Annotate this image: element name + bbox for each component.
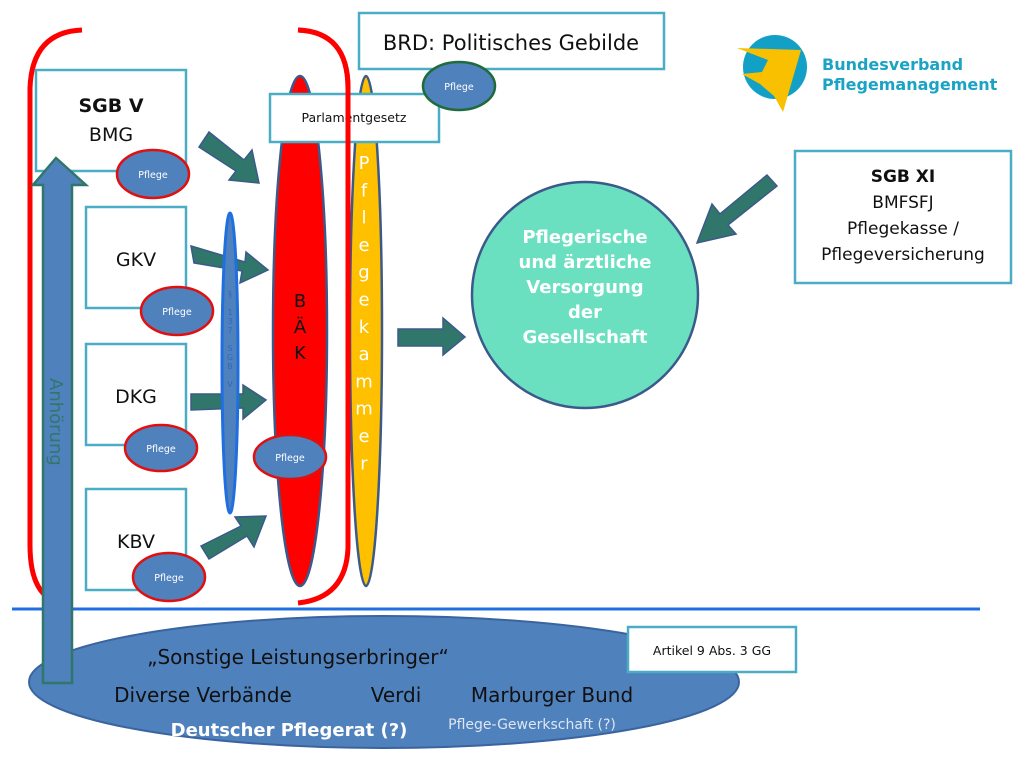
pflegekammer-char: a <box>358 344 369 365</box>
anhoerung-arrow: Anhörung <box>30 156 90 685</box>
pflegekammer-char: l <box>361 208 366 229</box>
bottom-ellipse <box>28 615 740 749</box>
paragraph-137-char: S <box>227 344 232 353</box>
artikel-box: Artikel 9 Abs. 3 GG <box>626 625 798 674</box>
bottom-item-pflegerat: Deutscher Pflegerat (?) <box>171 720 408 741</box>
logo-line-1: Bundesverband <box>822 55 963 74</box>
center-circle-line: Pflegerische <box>522 227 647 248</box>
paragraph-137-char: G <box>227 353 233 362</box>
bottom-item-verbaende: Diverse Verbände <box>114 683 292 707</box>
pflegekammer-char: P <box>359 153 370 174</box>
paragraph-137-char: B <box>227 362 233 371</box>
center-circle-line: der <box>568 302 602 323</box>
pflegekammer-char: m <box>355 371 373 392</box>
baek-label: BÄK <box>294 291 307 364</box>
red-bracket-right-top <box>297 27 351 150</box>
bottom-ellipse-group: „Sonstige Leistungserbringer“ Diverse Ve… <box>28 615 740 749</box>
badge-kbv: Pflege <box>131 551 207 603</box>
arrow-to-center <box>397 316 467 357</box>
pflegekammer-char: e <box>358 235 369 256</box>
paragraph-137-char: V <box>227 380 233 389</box>
kbv-label: KBV <box>117 531 155 553</box>
pflegekammer-char: e <box>358 426 369 447</box>
bottom-item-verdi: Verdi <box>371 683 422 707</box>
sgb-v-subtitle: BMG <box>89 124 133 146</box>
badge-sgb-v-label: Pflege <box>138 170 168 181</box>
badge-dkg: Pflege <box>123 423 199 473</box>
sgb-xi-line-3: Pflegeversicherung <box>821 245 985 265</box>
baek-char: B <box>294 291 306 312</box>
badge-gkv: Pflege <box>139 285 215 337</box>
badge-dkg-label: Pflege <box>146 444 176 455</box>
center-circle-line: und ärztliche <box>519 252 652 273</box>
paragraph-137-char: § <box>228 290 232 299</box>
sgb-xi-title: SGB XI <box>871 167 936 187</box>
arrow-kbv <box>199 515 268 561</box>
bottom-item-marburger: Marburger Bund <box>471 683 633 707</box>
sgb-xi-box: SGB XI BMFSFJ Pflegekasse / Pflegeversic… <box>793 149 1013 285</box>
baek-char: K <box>294 343 307 364</box>
dkg-label: DKG <box>115 386 157 408</box>
badge-kbv-label: Pflege <box>154 573 184 584</box>
bottom-heading: „Sonstige Leistungserbringer“ <box>147 645 449 669</box>
logo: Bundesverband Pflegemanagement <box>737 35 998 112</box>
paragraph-137-char: 7 <box>227 326 232 335</box>
center-circle-line: Versorgung <box>526 277 643 298</box>
badge-sgb-v: Pflege <box>115 148 191 200</box>
logo-line-2: Pflegemanagement <box>822 75 998 94</box>
gkv-label: GKV <box>116 249 156 271</box>
badge-gkv-label: Pflege <box>162 307 192 318</box>
badge-brd-label: Pflege <box>444 82 474 93</box>
badge-brd: Pflege <box>421 60 497 112</box>
brd-title-box: BRD: Politisches Gebilde <box>357 11 666 71</box>
pflegekammer-char: f <box>361 180 368 201</box>
sgb-xi-line-1: BMFSFJ <box>872 193 933 213</box>
pflegekammer-char: k <box>359 317 370 338</box>
arrow-sgb-xi <box>695 173 779 245</box>
sgb-xi-line-2: Pflegekasse / <box>847 219 959 239</box>
pflegekammer-char: g <box>358 262 369 283</box>
badge-baek: Pflege <box>252 433 328 481</box>
artikel-label: Artikel 9 Abs. 3 GG <box>653 643 771 658</box>
baek-char: Ä <box>294 317 307 338</box>
pflegekammer-char: e <box>358 290 369 311</box>
logo-star-icon <box>737 48 801 112</box>
parliament-box: Parlamentgesetz <box>268 92 441 144</box>
parliament-label: Parlamentgesetz <box>302 110 407 125</box>
sgb-v-title: SGB V <box>78 95 143 117</box>
brd-title: BRD: Politisches Gebilde <box>383 31 639 55</box>
pflegekammer-char: r <box>360 453 368 474</box>
paragraph-137-char: 3 <box>227 317 232 326</box>
bottom-item-gewerkschaft: Pflege-Gewerkschaft (?) <box>448 717 616 733</box>
pflegekammer-char: m <box>355 399 373 420</box>
baek-ellipse: BÄK <box>271 74 329 588</box>
badge-baek-label: Pflege <box>275 453 305 464</box>
center-circle-line: Gesellschaft <box>522 327 647 348</box>
paragraph-137-char: 1 <box>227 308 232 317</box>
anhoerung-label: Anhörung <box>45 378 66 466</box>
arrow-sgb-v <box>197 130 260 184</box>
